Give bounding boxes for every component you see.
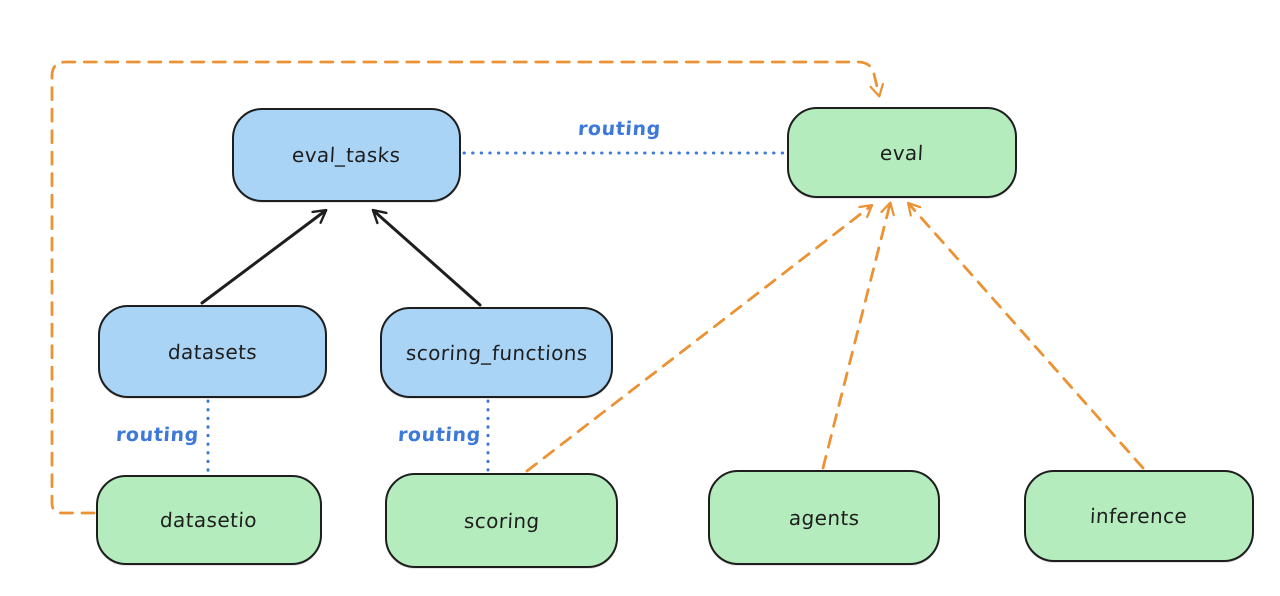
node-eval-tasks: eval_tasks [232,108,461,202]
node-inference-label: inference [1089,504,1189,528]
node-scoring-functions: scoring_functions [380,307,613,398]
node-inference: inference [1024,470,1254,562]
edge-agents-to-eval [821,201,895,470]
node-eval-label: eval [879,140,925,165]
edge-scoring-functions-to-eval-tasks [371,208,482,307]
node-agents-label: agents [788,505,860,530]
node-scoring: scoring [385,473,618,568]
node-datasetio: datasetio [96,475,322,565]
node-datasetio-label: datasetio [159,508,259,532]
node-scoring-functions-label: scoring_functions [404,340,588,365]
edge-scoring-to-eval [525,204,874,473]
node-agents: agents [708,470,940,565]
routing-label-scoring-functions-scoring: routing [397,424,482,446]
edge-datasetio-to-eval [50,60,884,515]
node-eval: eval [787,107,1017,198]
node-datasets: datasets [98,305,327,398]
node-datasets-label: datasets [167,339,258,364]
edge-datasets-to-eval-tasks [200,208,328,305]
routing-label-datasets-datasetio: routing [115,424,200,446]
routing-label-eval-tasks-eval: routing [577,118,662,140]
node-eval-tasks-label: eval_tasks [291,143,402,167]
node-scoring-label: scoring [463,508,540,533]
edge-inference-to-eval [906,201,1145,470]
